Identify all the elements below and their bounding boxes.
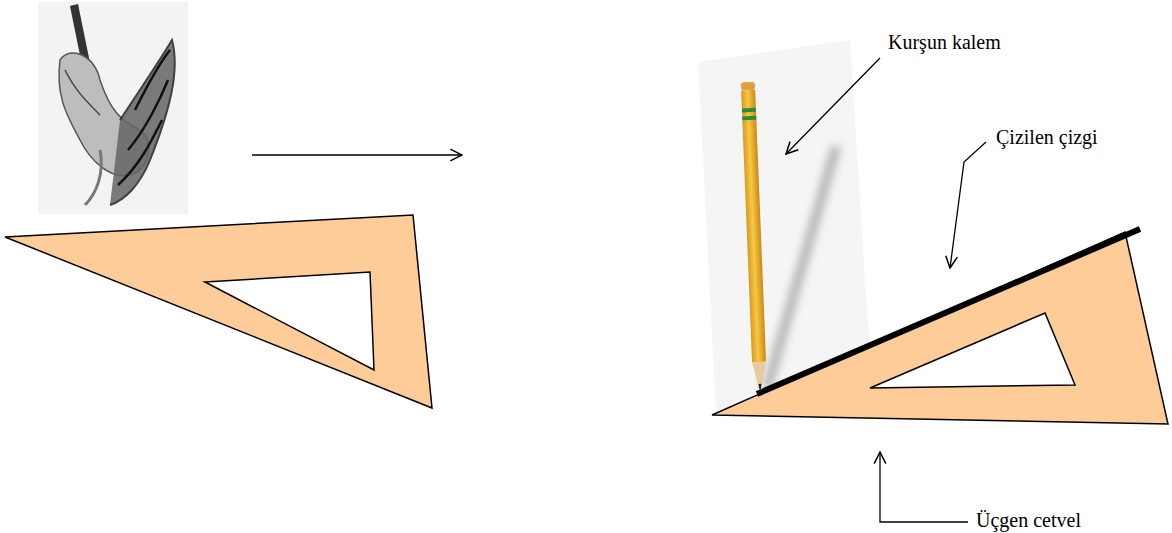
leader-line [950, 142, 986, 268]
triangle-ruler [712, 232, 1168, 424]
drawn-line [757, 229, 1140, 394]
hand-sketch [38, 2, 188, 214]
part-label: Çizilen çizgi [996, 126, 1098, 148]
part-label: Üçgen cetvel [976, 509, 1081, 531]
leader-line [786, 58, 880, 154]
pencil-shadow [768, 150, 835, 385]
leader-line [880, 452, 968, 522]
pencil [741, 82, 768, 394]
part-label: Kurşun kalem [888, 31, 1001, 53]
direction-arrow [252, 154, 462, 156]
triangle-ruler [5, 215, 432, 408]
